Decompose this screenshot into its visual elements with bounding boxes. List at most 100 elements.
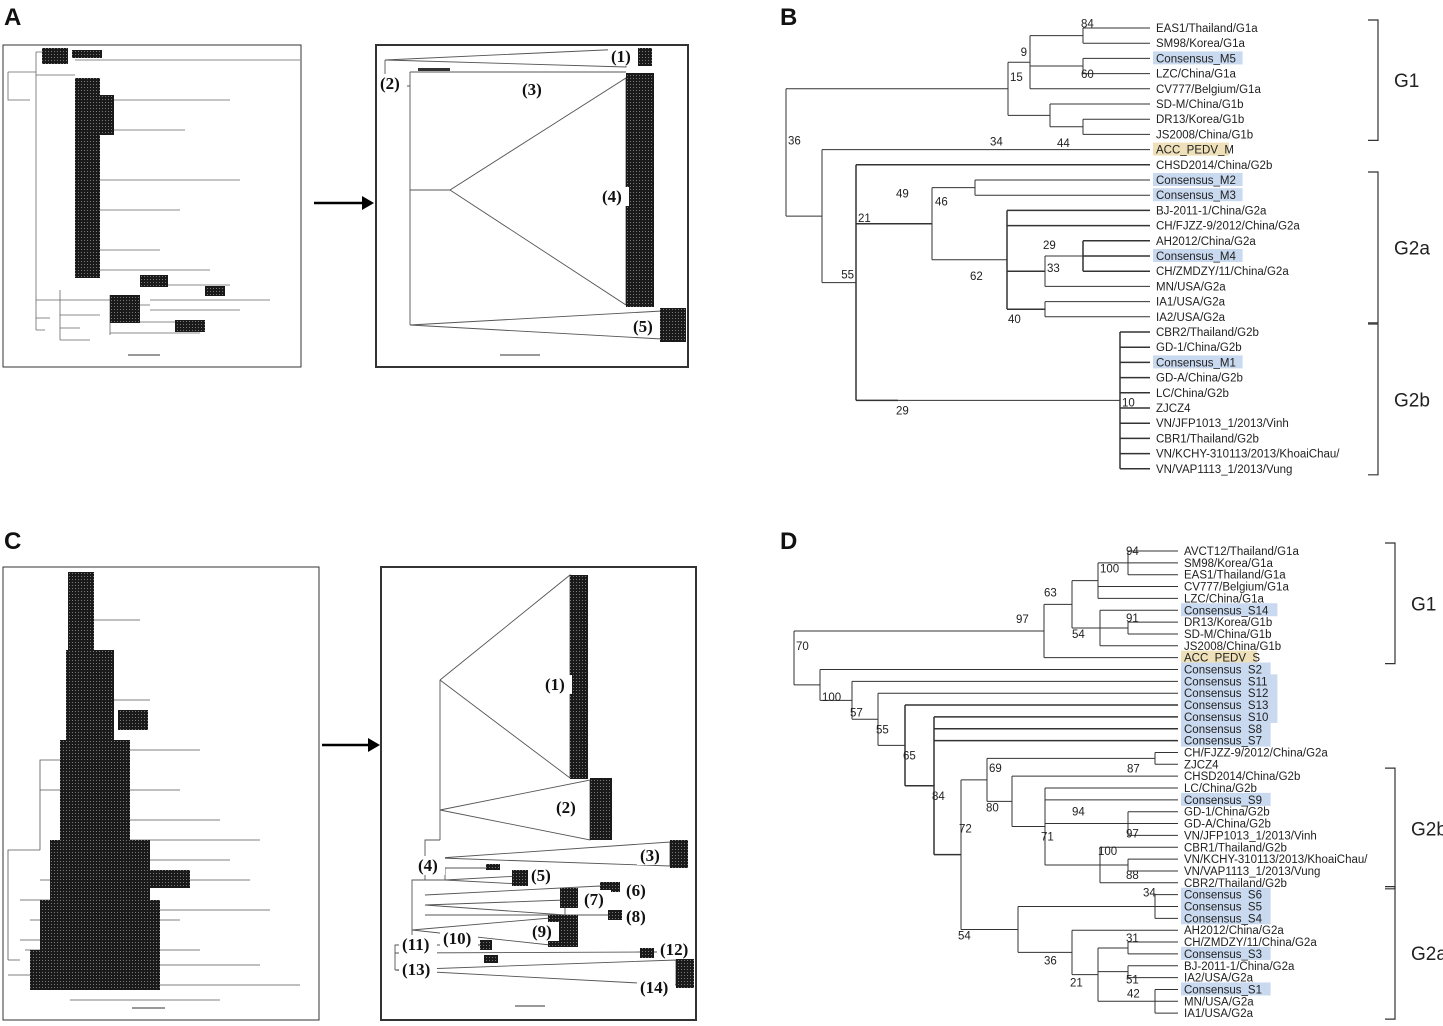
tree-b-support-value: 21 [858, 213, 871, 225]
panel-a-zoom-arrow [314, 196, 374, 210]
tree-d-tip-label: EAS1/Thailand/G1a [1184, 570, 1286, 582]
tree-b-tip-highlight [1153, 173, 1243, 186]
cluster-label-bg [415, 856, 445, 875]
tree-b-support-value: 33 [1047, 263, 1060, 275]
tree-d-tip-label: GD-A/China/G2b [1184, 819, 1271, 831]
tree-d-tip-highlight [1181, 887, 1271, 901]
cluster-label-c-2: (2) [556, 798, 576, 817]
tree-b-tip-label: BJ-2011-1/China/G2a [1156, 205, 1267, 217]
cluster-label-bg [528, 866, 558, 885]
tree-d-tip-label: CH/ZMDZY/11/China/G2a [1184, 937, 1317, 949]
tree-d-tip-label: VN/JFP1013_1/2013/Vinh [1184, 830, 1317, 842]
tree-b-support-value: 10 [1122, 397, 1135, 409]
tree-d-support-value: 34 [1143, 888, 1156, 900]
tree-b-tip-label: ZJCZ4 [1156, 403, 1191, 415]
cluster-label-bg [657, 940, 695, 959]
tree-d-tip-label: Consensus_S13 [1184, 700, 1268, 712]
tree-b-support-value: 9 [1021, 47, 1027, 59]
panel-letter-d: D [780, 528, 798, 555]
cluster-label-bg [581, 890, 611, 909]
tree-d-tip-label: LC/China/G2b [1184, 783, 1257, 795]
tree-d-group-label: G2b [1411, 819, 1443, 840]
cluster-label-c-6: (6) [626, 881, 646, 900]
tree-b-tip-label: JS2008/China/G1b [1156, 129, 1253, 141]
tree-d-support-value: 55 [876, 724, 889, 736]
tree-b-group-bracket [1368, 19, 1379, 141]
tree-d-tip-label: Consensus_S8 [1184, 724, 1262, 736]
cluster-label-c-4: (4) [418, 856, 438, 875]
tree-d-support-value: 97 [1016, 614, 1029, 626]
tree-d-tip-label: ACC_PEDV_S [1184, 653, 1260, 665]
tree-b-tip-highlight [1153, 249, 1243, 262]
panel-c-full-tree [2, 566, 320, 1021]
cluster-label-a-3: (3) [522, 80, 542, 99]
tree-d-support-value: 54 [1072, 629, 1085, 641]
tree-b-tip-label: GD-1/China/G2b [1156, 342, 1242, 354]
tree-b-group-label: G1 [1394, 71, 1419, 92]
tree-b-tip-label: VN/KCHY-310113/2013/KhoaiChau/ [1156, 449, 1340, 461]
tree-b-tip-label: SM98/Korea/G1a [1156, 38, 1245, 50]
tree-d-support-value: 63 [1044, 587, 1057, 599]
tree-b-support-value: 15 [1010, 72, 1023, 84]
tree-d-tip-label: Consensus_S6 [1184, 890, 1262, 902]
tree-d-support-value: 36 [1044, 955, 1057, 967]
tree-b-tip-label: CBR1/Thailand/G2b [1156, 433, 1259, 445]
tree-d-tip-highlight [1181, 709, 1278, 723]
tree-b-tip-label: CV777/Belgium/G1a [1156, 84, 1261, 96]
tree-d-support-value: 80 [986, 802, 999, 814]
tree-d-tip-highlight [1181, 650, 1257, 664]
tree-d-support-value: 42 [1127, 988, 1140, 1000]
cluster-label-a-5: (5) [633, 317, 653, 336]
tree-b-tip-label: CHSD2014/China/G2b [1156, 160, 1272, 172]
cluster-label-c-12: (12) [660, 940, 688, 959]
tree-b-support-value: 44 [1057, 138, 1070, 150]
tree-d-tip-highlight [1181, 674, 1278, 688]
tree-d-support-value: 71 [1041, 832, 1054, 844]
cluster-label-bg [630, 317, 660, 336]
tree-b-tip-label: CBR2/Thailand/G2b [1156, 327, 1259, 339]
cluster-label-c-10: (10) [443, 929, 471, 948]
cluster-label-bg [637, 978, 675, 997]
tree-d-support-value: 94 [1126, 546, 1139, 558]
tree-d-support-value: 31 [1126, 933, 1139, 945]
tree-d-tip-highlight [1181, 721, 1271, 735]
tree-b-support-value: 55 [841, 270, 854, 282]
tree-b-tip-label: MN/USA/G2a [1156, 281, 1226, 293]
panel-c-zoom-arrow [322, 738, 380, 752]
tree-d-tip-label: BJ-2011-1/China/G2a [1184, 961, 1295, 973]
tree-b-tip-label: VN/JFP1013_1/2013/Vinh [1156, 418, 1289, 430]
tree-d-tip-highlight [1181, 603, 1278, 617]
tree-b-support-value: 29 [1043, 240, 1056, 252]
tree-b-support-value: 62 [970, 271, 983, 283]
tree-d-tip-label: CBR2/Thailand/G2b [1184, 878, 1287, 890]
tree-d-support-value: 70 [796, 641, 809, 653]
tree-d-tip-highlight [1181, 946, 1271, 960]
tree-b-support-value: 84 [1081, 19, 1094, 31]
tree-d-support-value: 100 [822, 692, 841, 704]
tree-d-tip-label: Consensus_S10 [1184, 712, 1268, 724]
tree-d-tip-label: CHSD2014/China/G2b [1184, 771, 1300, 783]
tree-d-tip-highlight [1181, 792, 1271, 806]
tree-b-tip-label: VN/VAP1113_1/2013/Vung [1156, 464, 1292, 476]
cluster-label-bg [553, 798, 583, 817]
tree-d-support-value: 69 [989, 763, 1002, 775]
tree-b-tip-label: CH/ZMDZY/11/China/G2a [1156, 266, 1289, 278]
tree-b-tip-label: Consensus_M5 [1156, 53, 1236, 65]
tree-b-tip-highlight [1153, 142, 1229, 156]
tree-b-tip-label: AH2012/China/G2a [1156, 236, 1256, 248]
cluster-label-bg [623, 881, 653, 900]
tree-b-group-bracket [1368, 323, 1379, 476]
cluster-label-bg [519, 80, 549, 99]
tree-d-tip-label: GD-1/China/G2b [1184, 807, 1270, 819]
tree-d-tip-label: Consensus_S4 [1184, 913, 1263, 925]
tree-b-support-value: 34 [990, 136, 1003, 148]
tree-d-group-label: G2a [1411, 944, 1443, 965]
cluster-label-bg [637, 846, 667, 865]
tree-d-tip-label: IA1/USA/G2a [1184, 1008, 1254, 1020]
panel-letter-b: B [780, 4, 798, 31]
tree-b-tip-highlight [1153, 188, 1243, 202]
cluster-label-a-1: (1) [611, 47, 631, 66]
tree-b-tip-label: Consensus_M3 [1156, 190, 1236, 202]
cluster-label-bg [599, 187, 629, 206]
